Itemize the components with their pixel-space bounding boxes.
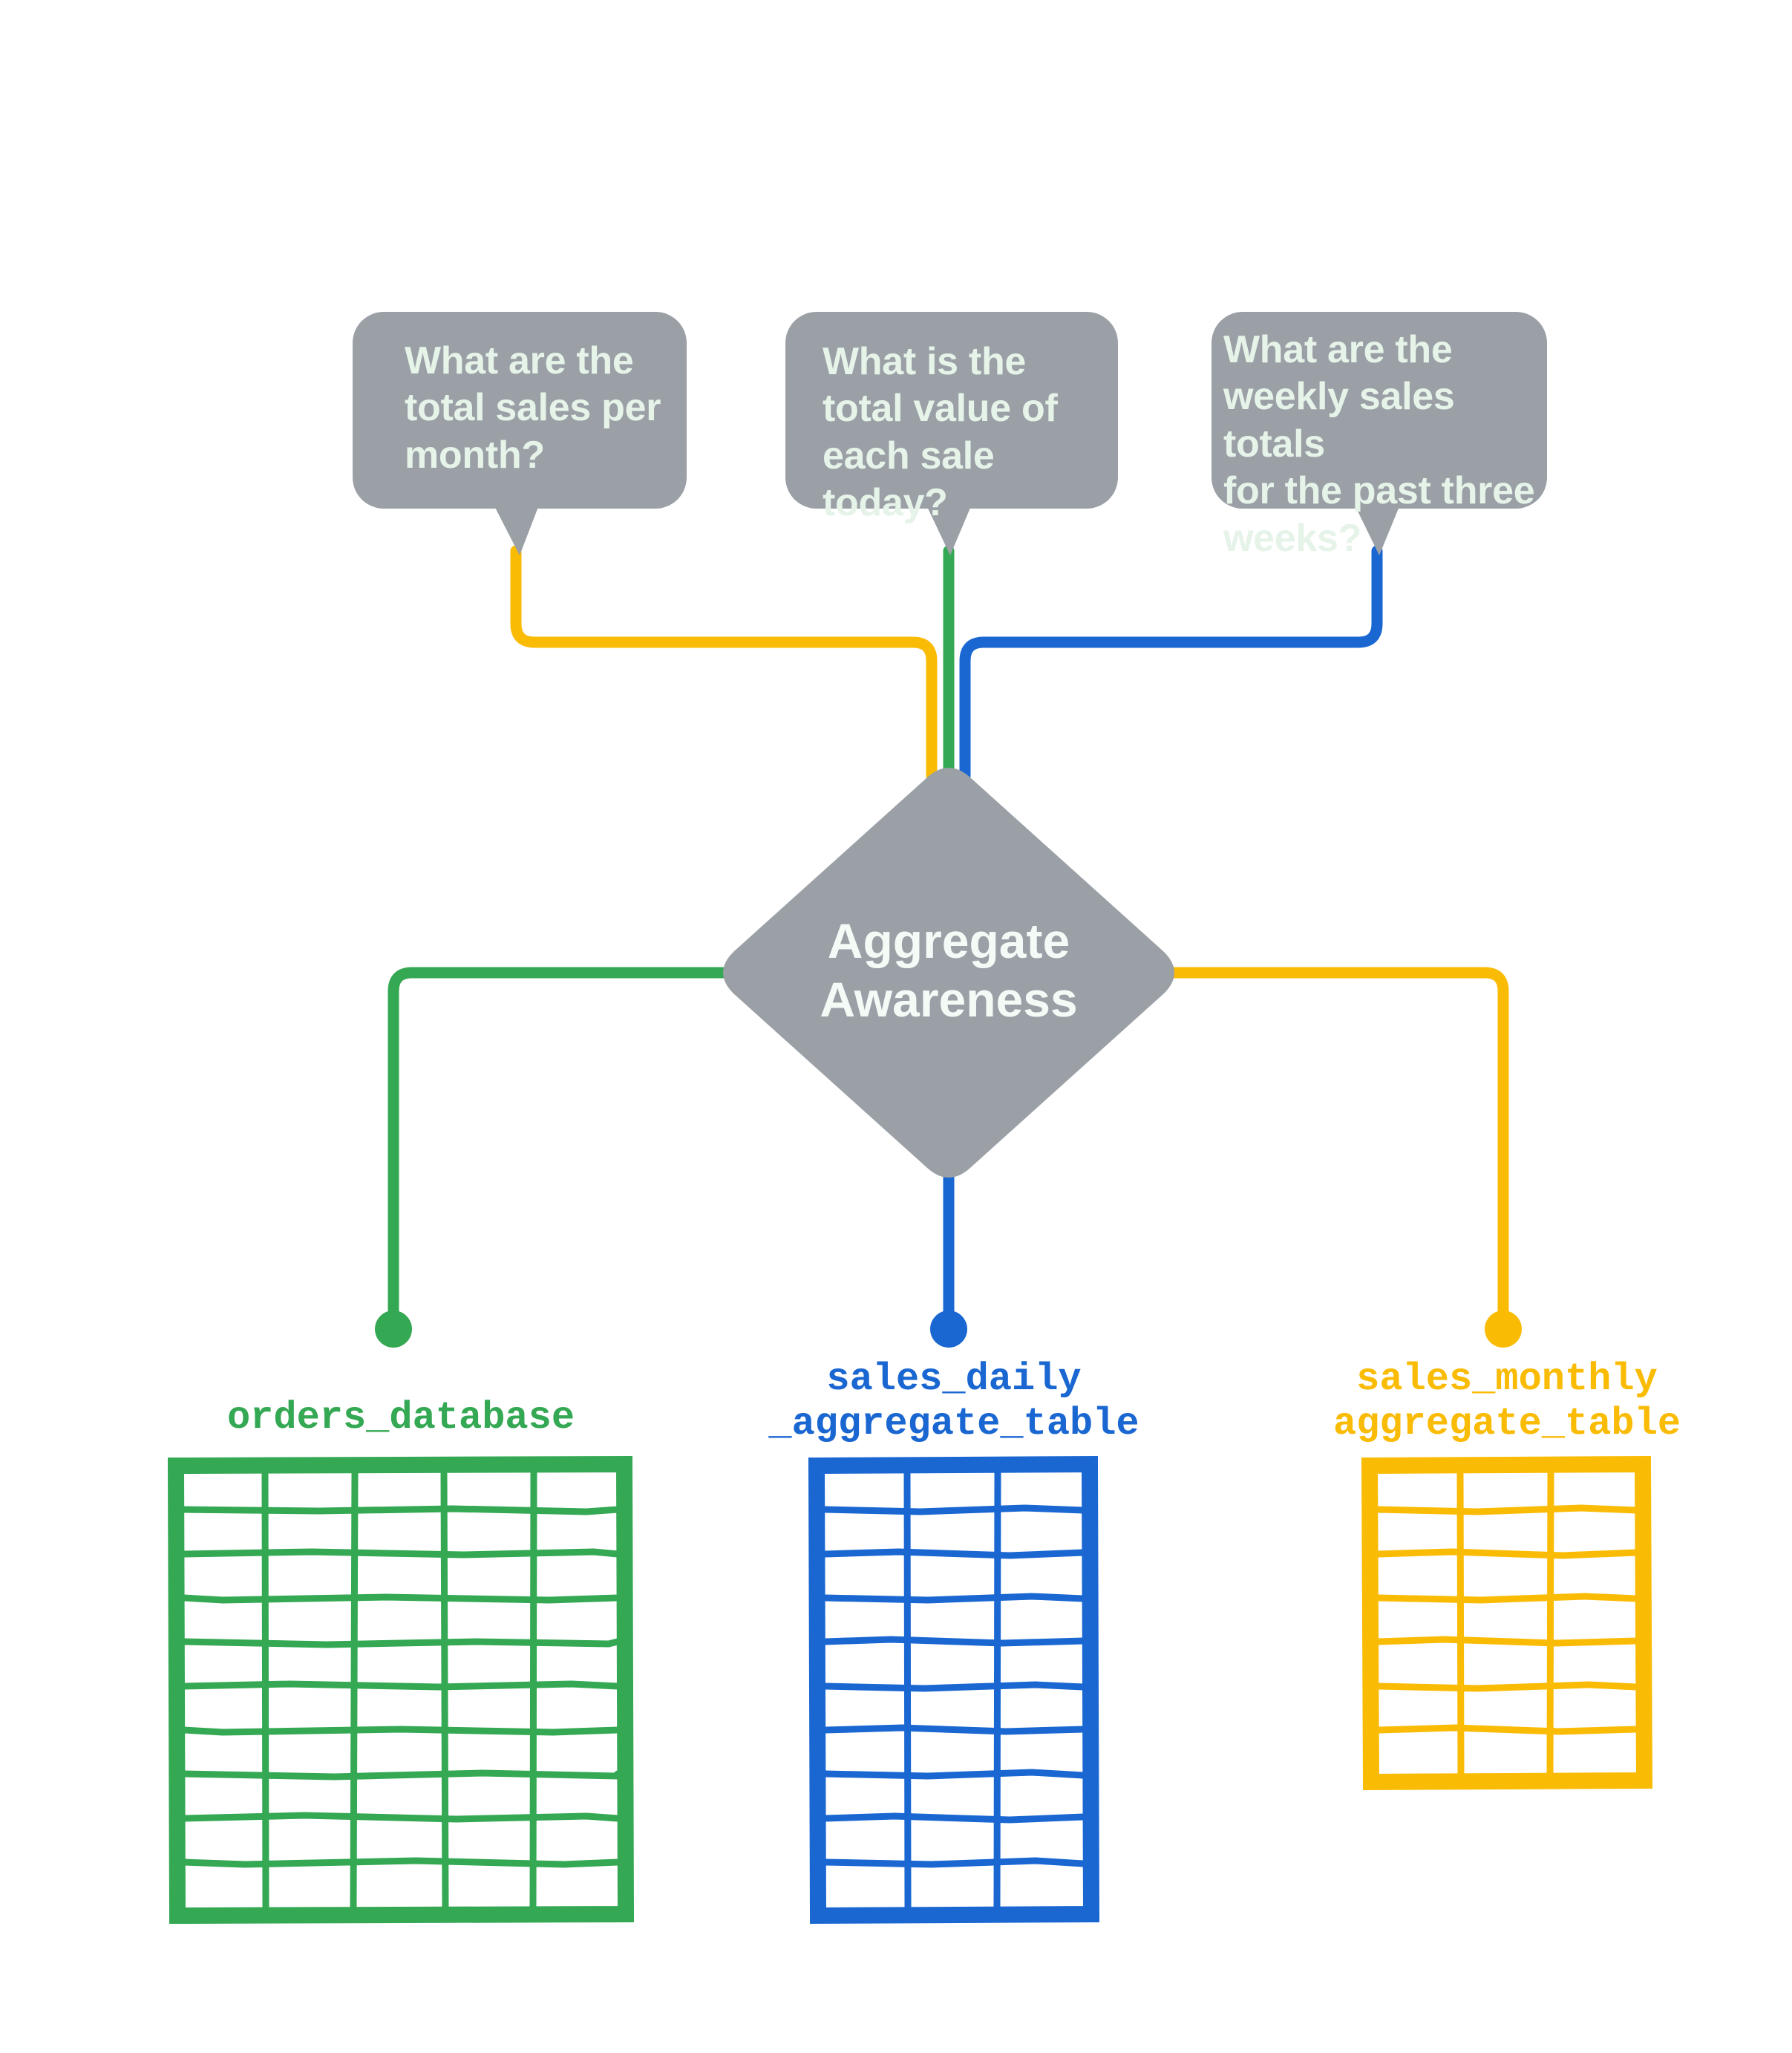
connector-group — [387, 545, 1509, 1335]
connector-blue-question — [959, 545, 1383, 782]
hub-diamond[interactable] — [723, 768, 1174, 1178]
table-sales-monthly-aggregate[interactable] — [1361, 1455, 1653, 1791]
endpoint-dot-blue — [930, 1311, 967, 1348]
connector-yellow-question — [510, 545, 938, 782]
speech-bubble-daily[interactable] — [785, 312, 1118, 555]
speech-bubble-weekly[interactable] — [1211, 312, 1547, 555]
endpoint-dot-yellow — [1485, 1311, 1522, 1348]
connector-yellow-table — [1143, 967, 1509, 1335]
endpoint-dot-green — [375, 1311, 412, 1348]
connector-green-table — [387, 967, 756, 1335]
speech-bubble-monthly[interactable] — [353, 312, 687, 555]
table-orders-database[interactable] — [167, 1455, 635, 1925]
table-sales-daily-aggregate[interactable] — [808, 1455, 1100, 1925]
speech-bubble-group — [353, 312, 1547, 555]
